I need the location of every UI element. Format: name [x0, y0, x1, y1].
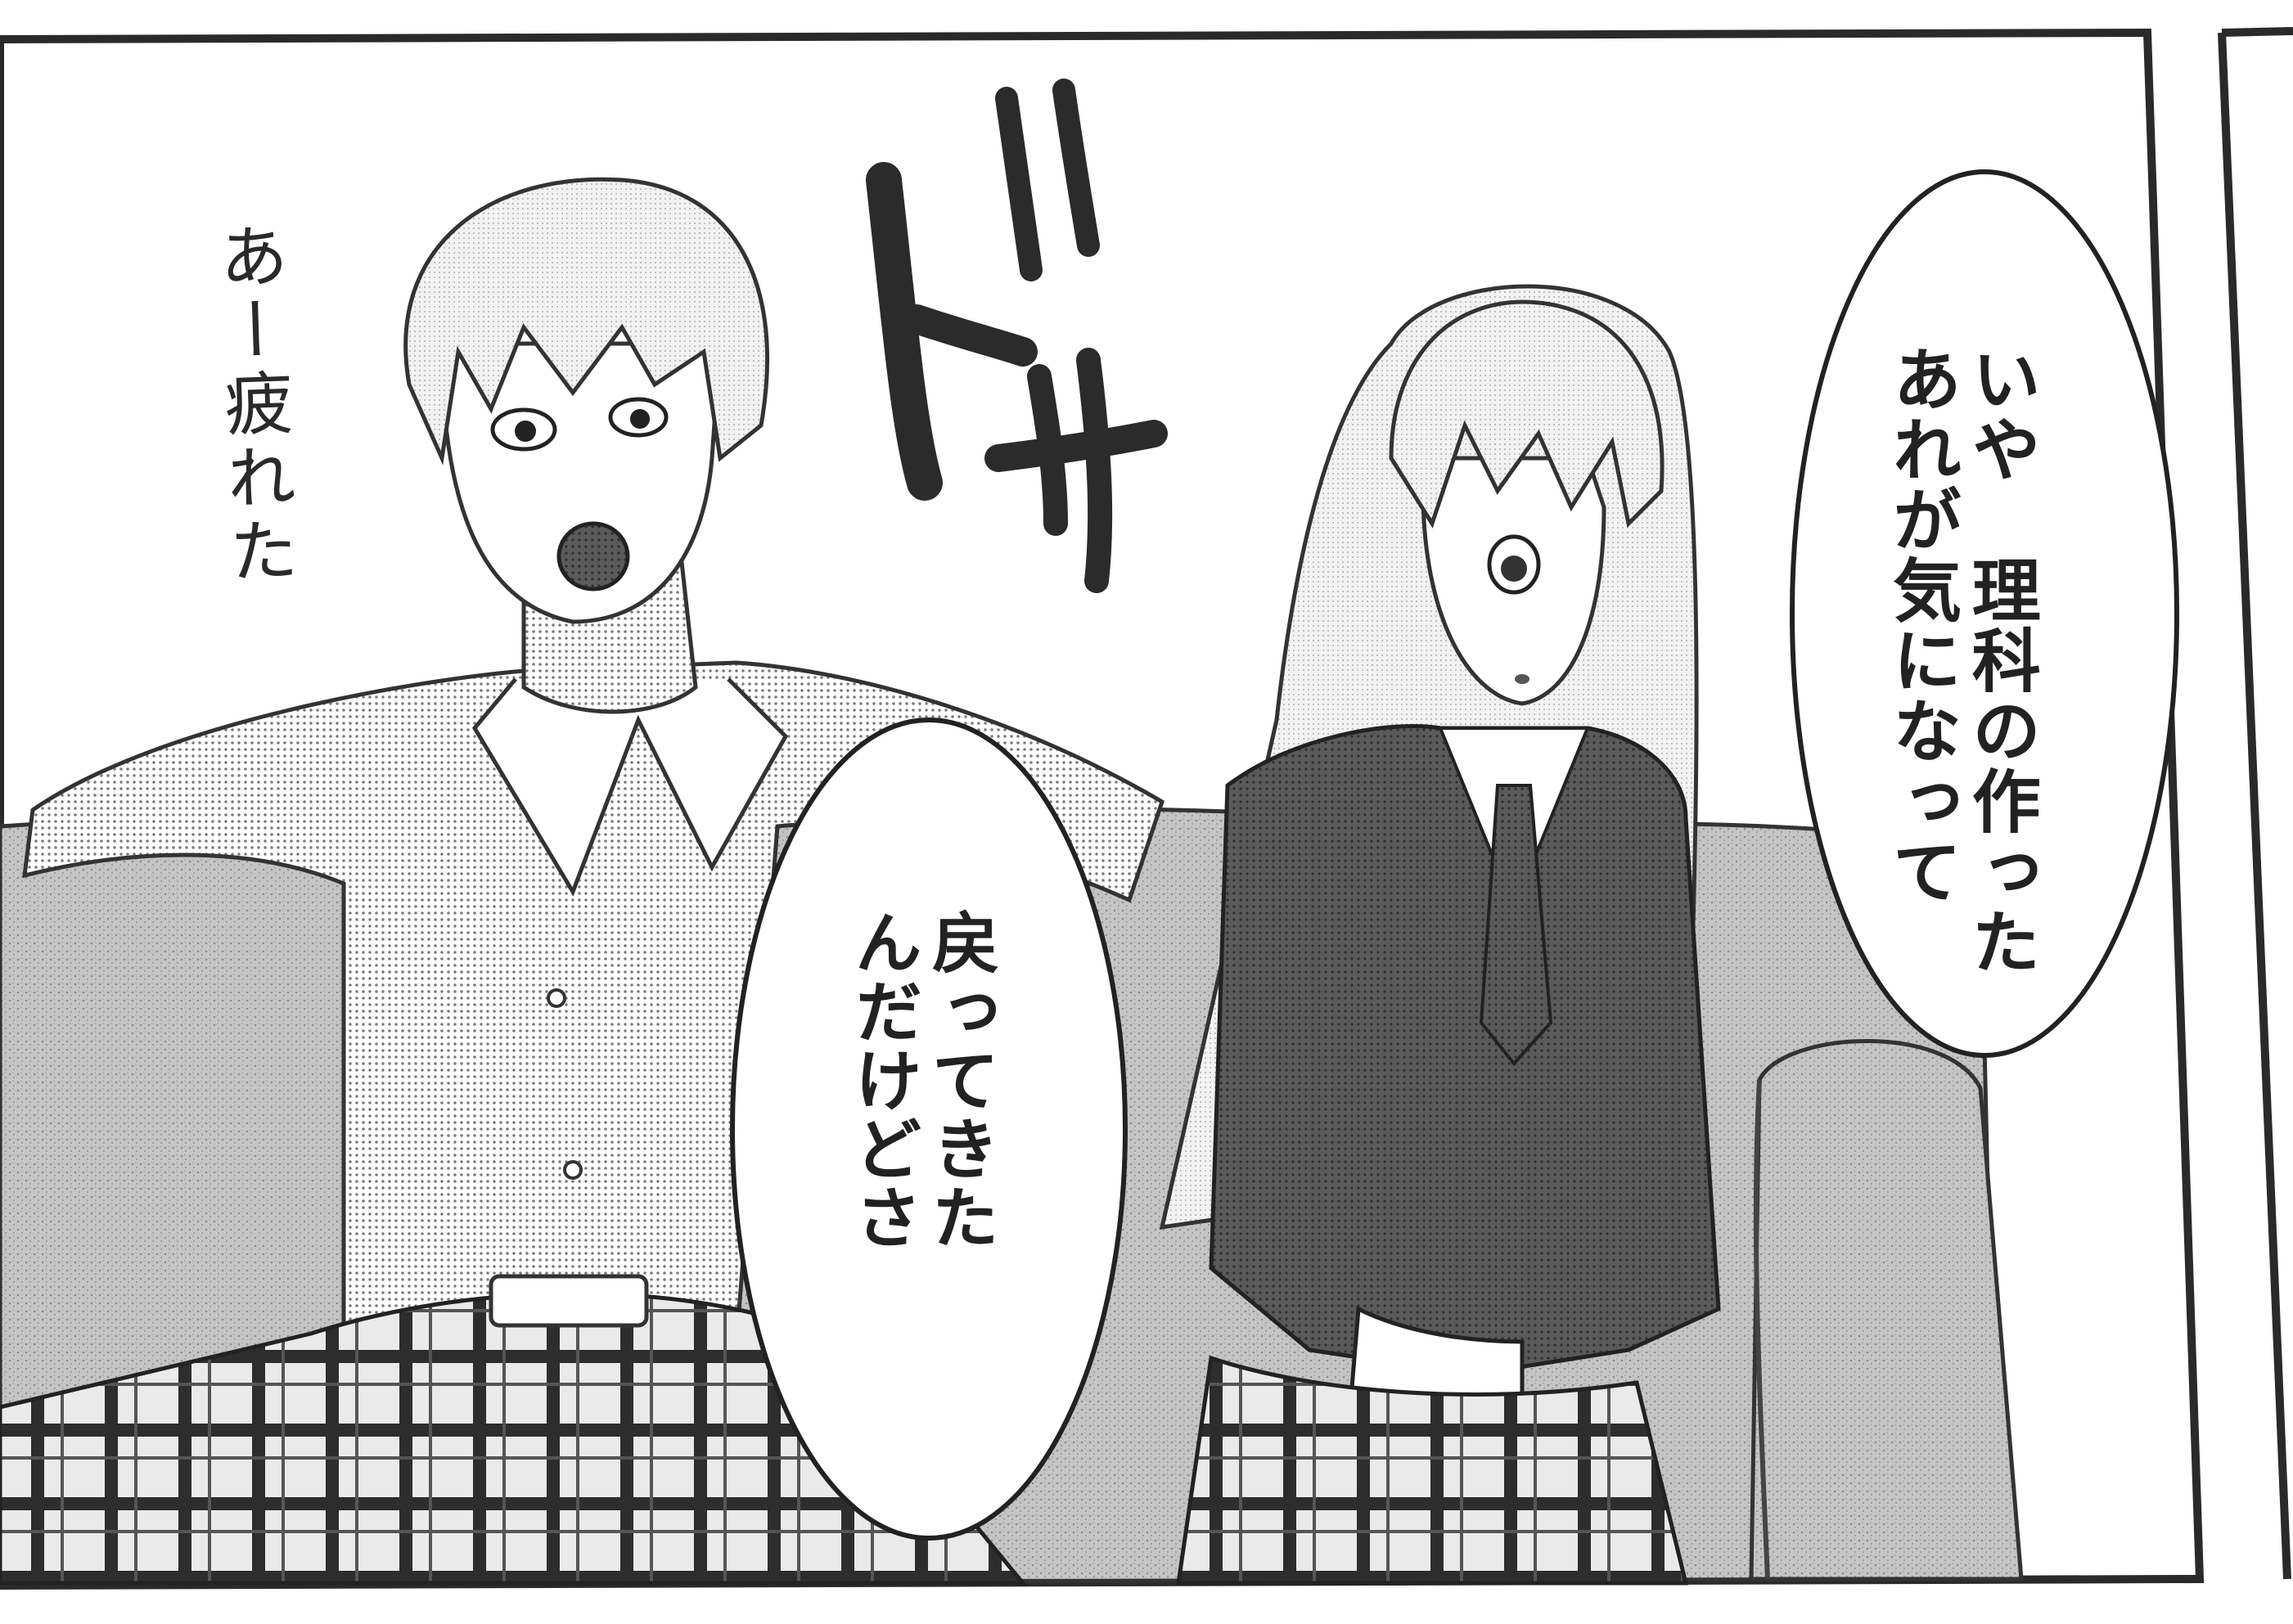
handwritten-aside-text: あー疲れた — [207, 219, 300, 591]
speech-bubble-center-text: 戻ってきた んだけどさ — [843, 908, 998, 1252]
speech-bubble-right-text: いや 理科の作った あれが気になって — [1881, 344, 2042, 977]
